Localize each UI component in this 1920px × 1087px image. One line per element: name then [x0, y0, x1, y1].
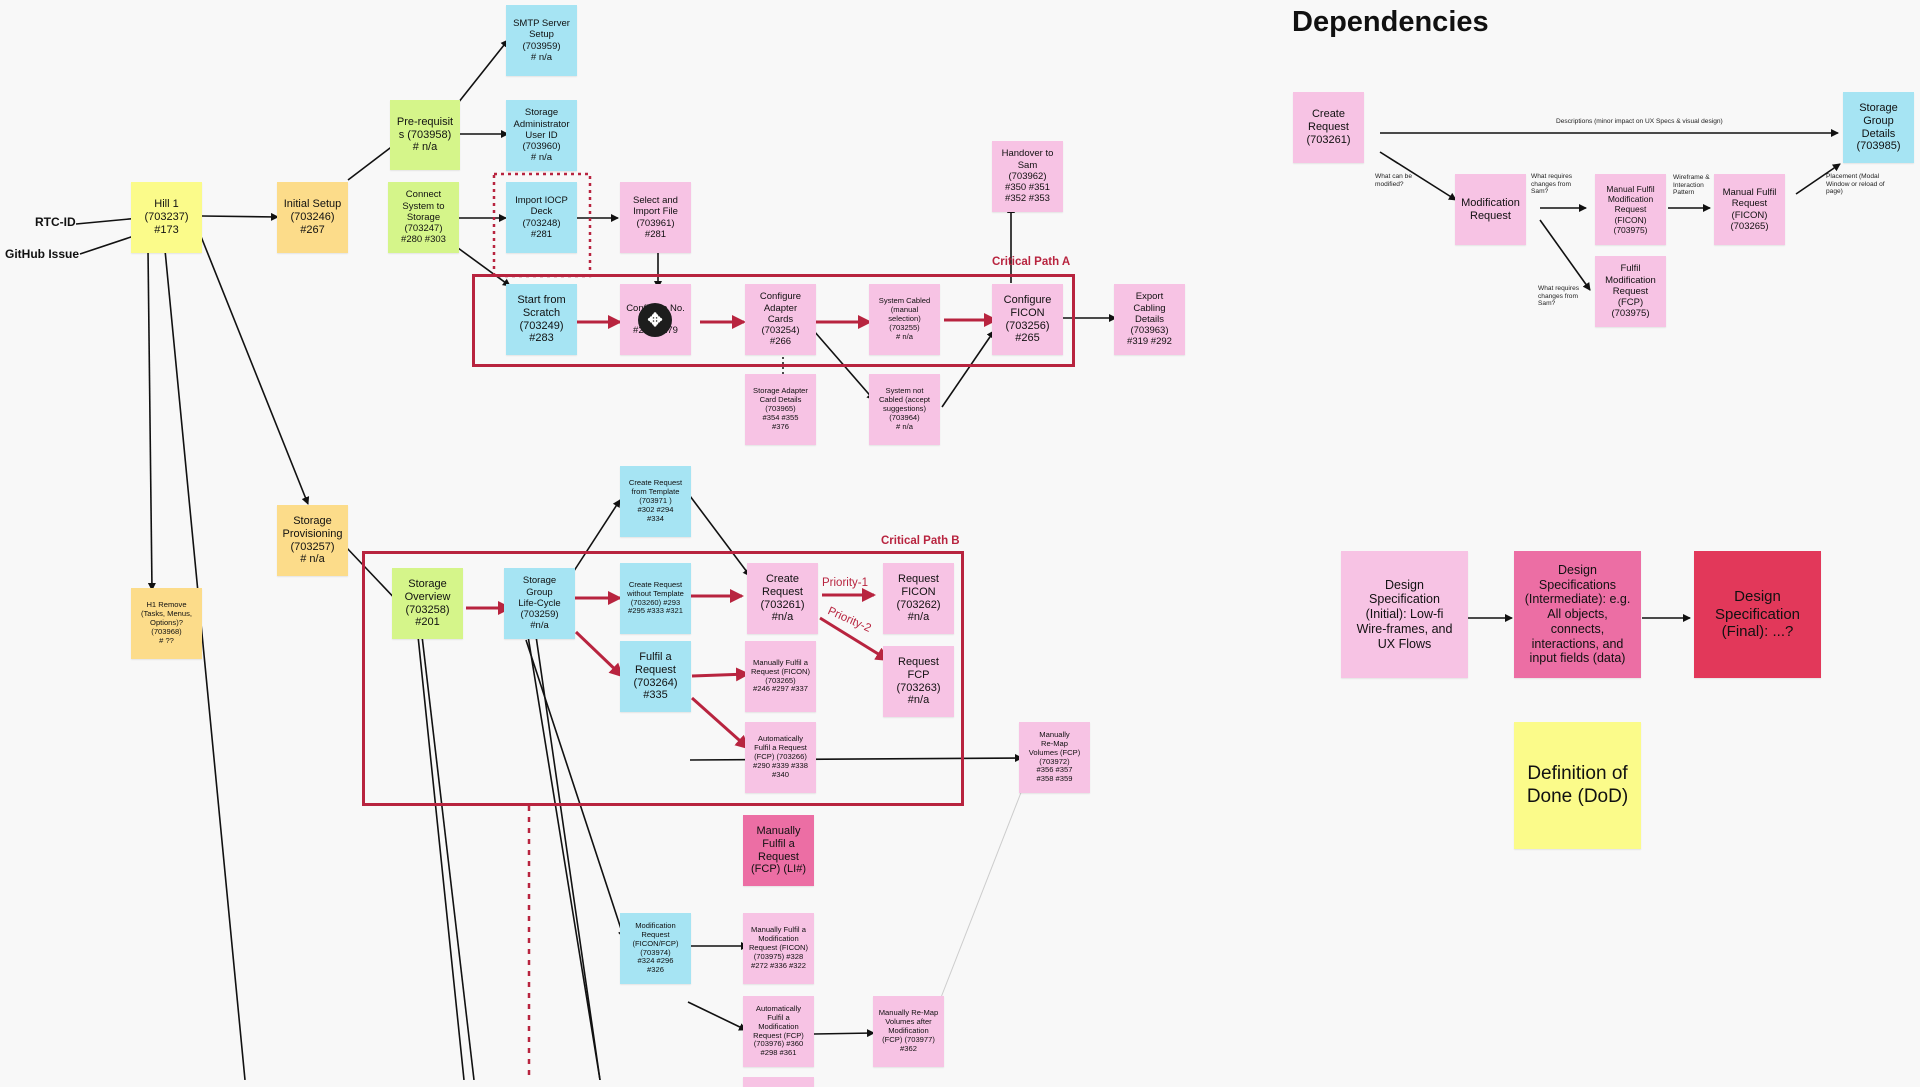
note-storage-admin-user[interactable]: Storage Administrator User ID (703960) #…: [506, 100, 577, 171]
note-request-ficon[interactable]: Request FICON (703262) #n/a: [883, 563, 954, 634]
note-manually-remap-after-mod[interactable]: Manually Re-Map Volumes after Modificati…: [873, 996, 944, 1067]
note-start-from-scratch[interactable]: Start from Scratch (703249) #283: [506, 284, 577, 355]
dep-note-manual-fulfil-modification[interactable]: Manual Fulfil Modification Request (FICO…: [1595, 174, 1666, 245]
note-auto-fulfil-mod-fcp[interactable]: Automatically Fulfil a Modification Requ…: [743, 996, 814, 1067]
edge-label-what-requires-changes-2: What requires changes from Sam?: [1538, 285, 1580, 308]
note-h1-remove[interactable]: H1 Remove (Tasks, Menus, Options)? (7039…: [131, 588, 202, 659]
note-export-cabling-details[interactable]: Export Cabling Details (703963) #319 #29…: [1114, 284, 1185, 355]
note-storage-provisioning[interactable]: Storage Provisioning (703257) # n/a: [277, 505, 348, 576]
dep-note-storage-group-details[interactable]: Storage Group Details (703985): [1843, 92, 1914, 163]
note-configure-adapter-cards[interactable]: Configure Adapter Cards (703254) #266: [745, 284, 816, 355]
note-select-import-file[interactable]: Select and Import File (703961) #281: [620, 182, 691, 253]
note-manually-fulfil-mod-ficon[interactable]: Manually Fulfil a Modification Request (…: [743, 913, 814, 984]
note-hill-1[interactable]: Hill 1 (703237) #173: [131, 182, 202, 253]
note-auto-fulfil-fcp[interactable]: Automatically Fulfil a Request (FCP) (70…: [745, 722, 816, 793]
edge-label-descriptions: Descriptions (minor impact on UX Specs &…: [1556, 118, 1723, 125]
edge-label-placement: Placement (Modal Window or reload of pag…: [1826, 173, 1885, 196]
note-smtp-server-setup[interactable]: SMTP Server Setup (703959) # n/a: [506, 5, 577, 76]
github-issue-label: GitHub Issue: [5, 247, 80, 261]
note-storage-group-lifecycle[interactable]: Storage Group Life-Cycle (703259) #n/a: [504, 568, 575, 639]
note-definition-of-done[interactable]: Definition of Done (DoD): [1514, 722, 1641, 849]
dep-note-create-request[interactable]: Create Request (703261): [1293, 92, 1364, 163]
note-modification-request[interactable]: Modification Request (FICON/FCP) (703974…: [620, 913, 691, 984]
note-prerequisites[interactable]: Pre-requisit s (703958) # n/a: [390, 100, 460, 170]
edge-label-what-can-be-modified: What can be modified?: [1375, 173, 1413, 188]
critical-path-b-frame[interactable]: [362, 551, 964, 806]
note-design-spec-initial[interactable]: Design Specification (Initial): Low-fi W…: [1341, 551, 1468, 678]
note-handover-to-sam[interactable]: Handover to Sam (703962) #350 #351 #352 …: [992, 141, 1063, 212]
note-initial-setup[interactable]: Initial Setup (703246) #267: [277, 182, 348, 253]
dep-note-fulfil-modification-fcp[interactable]: Fulfil Modification Request (FCP) (70397…: [1595, 256, 1666, 327]
note-configure-ficon[interactable]: Configure FICON (703256) #265: [992, 284, 1063, 355]
note-storage-adapter-card-details[interactable]: Storage Adapter Card Details (703965) #3…: [745, 374, 816, 445]
note-system-not-cabled[interactable]: System not Cabled (accept suggestions) (…: [869, 374, 940, 445]
critical-path-a-label: Critical Path A: [992, 256, 1071, 268]
note-partial-bottom[interactable]: [743, 1077, 814, 1087]
edge-label-wireframe-pattern: Wireframe & Interaction Pattern: [1673, 174, 1710, 197]
critical-path-b-label: Critical Path B: [881, 535, 960, 547]
priority-1-label: Priority-1: [822, 577, 869, 589]
dep-note-manual-fulfil-request[interactable]: Manual Fulfil Request (FICON) (703265): [1714, 174, 1785, 245]
note-system-cabled-manual[interactable]: System Cabled (manual selection) (703255…: [869, 284, 940, 355]
dep-note-modification-request[interactable]: Modification Request: [1455, 174, 1526, 245]
note-create-request[interactable]: Create Request (703261) #n/a: [747, 563, 818, 634]
note-create-request-without-template[interactable]: Create Request without Template (703260)…: [620, 563, 691, 634]
note-manually-fulfil-ficon[interactable]: Manually Fulfil a Request (FICON) (70326…: [745, 641, 816, 712]
note-design-spec-final[interactable]: Design Specification (Final): ...?: [1694, 551, 1821, 678]
note-import-iocp-deck[interactable]: Import IOCP Deck (703248) #281: [506, 182, 577, 253]
note-manually-remap-volumes[interactable]: Manually Re-Map Volumes (FCP) (703972) #…: [1019, 722, 1090, 793]
note-create-request-from-template[interactable]: Create Request from Template (703971 ) #…: [620, 466, 691, 537]
dependencies-title: Dependencies: [1292, 6, 1489, 38]
critical-path-a-frame[interactable]: [472, 274, 1075, 367]
note-storage-overview[interactable]: Storage Overview (703258) #201: [392, 568, 463, 639]
rtc-id-label: RTC-ID: [35, 215, 76, 229]
note-connect-system[interactable]: Connect System to Storage (703247) #280 …: [388, 182, 459, 253]
note-fulfil-a-request[interactable]: Fulfil a Request (703264) #335: [620, 641, 691, 712]
note-request-fcp[interactable]: Request FCP (703263) #n/a: [883, 646, 954, 717]
note-design-spec-intermediate[interactable]: Design Specifications (Intermediate): e.…: [1514, 551, 1641, 678]
note-manually-fulfil-fcp[interactable]: Manually Fulfil a Request (FCP) (LI#): [743, 815, 814, 886]
edge-label-what-requires-changes-1: What requires changes from Sam?: [1531, 173, 1573, 196]
move-cursor-icon: ✥: [638, 303, 672, 337]
